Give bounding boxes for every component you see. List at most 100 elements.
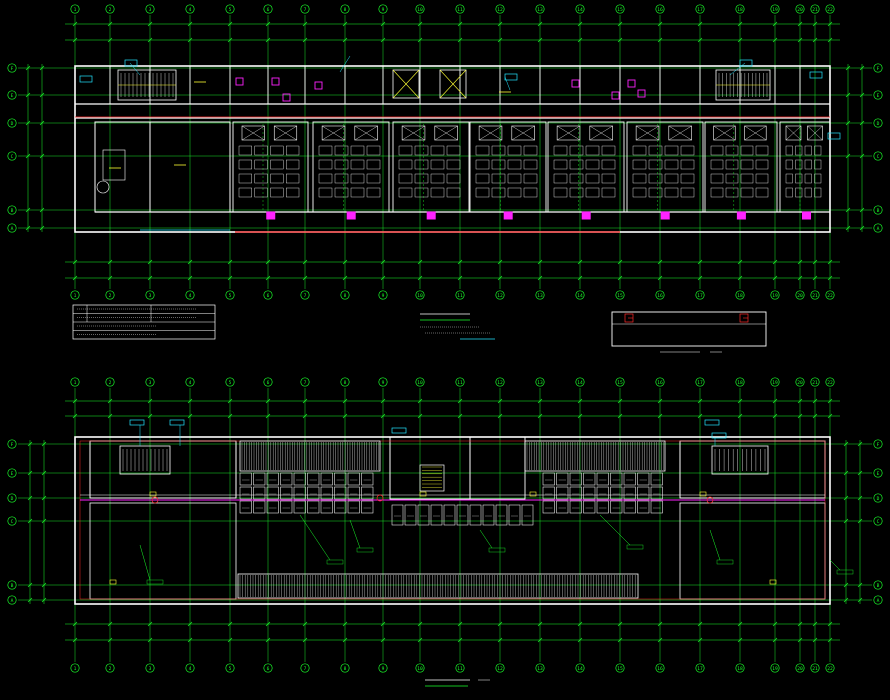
desk: [601, 187, 616, 198]
grid-bubble-label: E: [877, 471, 880, 477]
grid-bubble-label: 15: [617, 380, 623, 386]
grid-bubble-label: 20: [797, 380, 803, 386]
desk: [553, 145, 568, 156]
grid-bubble-label: A: [877, 598, 880, 604]
desk: [398, 159, 413, 170]
grid-bubble: [415, 663, 425, 673]
cubicle: [320, 500, 333, 514]
grid-bubble-label: 13: [537, 7, 543, 13]
grid-bubble: [825, 663, 835, 673]
grid-bubble: [145, 290, 155, 300]
tag-label: [169, 419, 185, 426]
desk: [238, 145, 252, 156]
inner-boundary: [79, 440, 826, 600]
grid-bubble: [795, 377, 805, 387]
grid-bubble: [873, 468, 883, 478]
hvac-unit: [556, 125, 581, 141]
grid-bubble: [873, 205, 883, 215]
tag-label: [391, 427, 407, 434]
grid-bubble-label: 2: [109, 666, 112, 672]
cubicle: [293, 472, 306, 486]
desk: [814, 145, 822, 156]
grid-bubble: [810, 4, 820, 14]
upper-floor-plan: 1122334455667788991010111112121313141415…: [7, 4, 883, 300]
cubicle: [404, 504, 417, 526]
desk: [334, 159, 349, 170]
desk: [740, 173, 754, 184]
desk: [414, 187, 429, 198]
grid-bubble-label: 4: [189, 380, 192, 386]
grid-bubble: [7, 223, 17, 233]
grid-bubble: [7, 118, 17, 128]
grid-bubble-label: 6: [267, 293, 270, 299]
cubicle: [361, 500, 374, 514]
leader-tag: [836, 569, 854, 575]
grid-bubble-label: 3: [149, 666, 152, 672]
grid-bubble: [825, 377, 835, 387]
cubicle: [417, 504, 430, 526]
grid-bubble-label: D: [877, 496, 880, 502]
grid-bubble: [7, 63, 17, 73]
desk: [238, 187, 252, 198]
fixture: [802, 211, 811, 220]
leader-tag: [146, 579, 164, 585]
leader-tag: [488, 547, 506, 553]
grid-bubble-label: 15: [617, 7, 623, 13]
fixture: [736, 211, 746, 220]
grid-bubble: [105, 4, 115, 14]
grid-bubble-label: 21: [812, 380, 818, 386]
desk: [475, 187, 490, 198]
desk: [507, 187, 522, 198]
leader-line: [599, 514, 631, 546]
desk: [648, 159, 663, 170]
hvac-unit: [589, 125, 613, 141]
grid-bubble-label: 1: [74, 666, 77, 672]
grid-bubble: [615, 663, 625, 673]
grid-bubble-label: 19: [772, 7, 778, 13]
cubicle: [443, 504, 456, 526]
tag-label: [809, 71, 823, 79]
grid-bubble-label: A: [11, 598, 14, 604]
fixture: [660, 211, 670, 220]
desk: [286, 145, 300, 156]
grid-bubble-label: 9: [382, 7, 385, 13]
desk: [366, 159, 381, 170]
desk: [553, 159, 568, 170]
room-large: [149, 121, 231, 213]
grid-bubble-label: 22: [827, 293, 833, 299]
cubicle: [583, 500, 596, 514]
hvac-unit: [273, 125, 298, 141]
grid-bubble-label: 6: [267, 7, 270, 13]
grid-bubble: [225, 290, 235, 300]
desk: [350, 173, 365, 184]
desk: [632, 159, 647, 170]
grid-bubble: [263, 290, 273, 300]
grid-bubble-label: 12: [497, 293, 503, 299]
cubicle: [253, 500, 266, 514]
grid-bubble-label: E: [11, 93, 14, 99]
desk: [664, 159, 679, 170]
grid-bubble: [145, 377, 155, 387]
grid-bubble: [7, 151, 17, 161]
grid-bubble: [535, 377, 545, 387]
cubicle: [307, 472, 320, 486]
cubicle: [391, 504, 404, 526]
desk: [398, 187, 413, 198]
grid-bubble-label: 10: [417, 666, 423, 672]
desk: [238, 159, 252, 170]
desk: [740, 145, 754, 156]
cubicle: [542, 472, 555, 486]
desk: [446, 173, 461, 184]
upper-plan-caption: [420, 313, 495, 340]
grid-bubble-label: 6: [267, 380, 270, 386]
hvac-cross: [511, 125, 535, 141]
fixture: [346, 211, 356, 220]
desk: [725, 187, 739, 198]
grid-bubble-label: 21: [812, 7, 818, 13]
grid-bubble: [378, 663, 388, 673]
fixture: [581, 211, 591, 220]
desk: [755, 187, 769, 198]
hvac-cross: [274, 125, 297, 141]
desk: [664, 145, 679, 156]
desk: [804, 159, 812, 170]
